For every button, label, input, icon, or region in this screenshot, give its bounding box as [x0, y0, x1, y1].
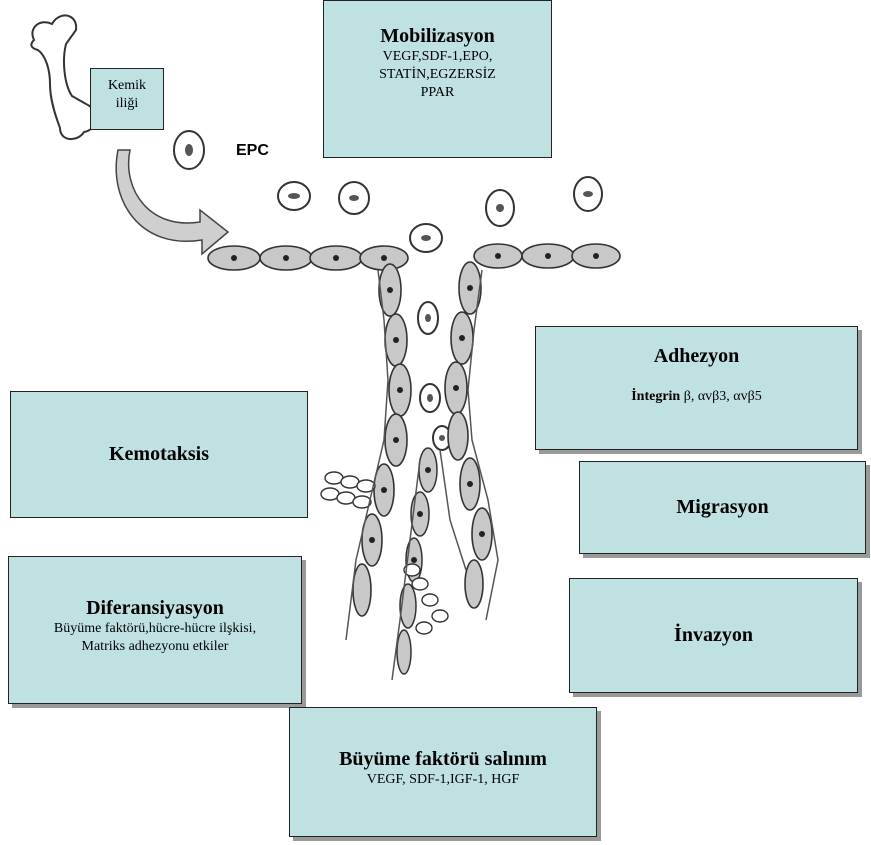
bone-icon: [31, 15, 95, 139]
mobilization-line1: VEGF,SDF-1,EPO,: [324, 48, 551, 66]
adhesion-box: Adhezyon İntegrin β, αvβ3, αvβ5: [535, 326, 858, 450]
integrin-word: İntegrin: [631, 389, 680, 404]
left-vessel-wall: [353, 264, 411, 616]
mobilization-line3: PPAR: [324, 84, 551, 102]
right-vessel-wall: [445, 262, 492, 608]
epc-label: EPC: [236, 142, 269, 160]
differentiation-line1: Büyüme faktörü,hücre-hücre ilşkisi,: [9, 620, 301, 638]
bone-marrow-line1: Kemik: [91, 77, 163, 95]
mobilization-box: Mobilizasyon VEGF,SDF-1,EPO, STATİN,EGZE…: [323, 0, 552, 158]
invasion-title: İnvazyon: [674, 624, 753, 646]
curved-arrow-icon: [116, 150, 228, 254]
migration-title: Migrasyon: [676, 496, 768, 518]
bone-marrow-line2: iliği: [91, 95, 163, 113]
growth-factor-release-box: Büyüme faktörü salınım VEGF, SDF-1,IGF-1…: [289, 707, 597, 837]
mobilization-line2: STATİN,EGZERSİZ: [324, 66, 551, 84]
growth-factor-release-line1: VEGF, SDF-1,IGF-1, HGF: [290, 771, 596, 789]
invasion-box: İnvazyon: [569, 578, 858, 693]
differentiation-box: Diferansiyasyon Büyüme faktörü,hücre-hüc…: [8, 556, 302, 704]
bone-marrow-box: Kemik iliği: [90, 68, 164, 130]
growth-factor-release-title: Büyüme faktörü salınım: [290, 748, 596, 771]
mobilization-title: Mobilizasyon: [324, 25, 551, 48]
chemotaxis-title: Kemotaksis: [109, 443, 209, 465]
differentiation-line2: Matriks adhezyonu etkiler: [9, 638, 301, 656]
adhesion-integrins: İntegrin β, αvβ3, αvβ5: [536, 388, 857, 406]
differentiation-title: Diferansiyasyon: [9, 597, 301, 620]
migration-box: Migrasyon: [579, 461, 866, 554]
chemotaxis-box: Kemotaksis: [10, 391, 308, 518]
integrin-types: β, αvβ3, αvβ5: [680, 389, 762, 404]
adhesion-title: Adhezyon: [536, 345, 857, 368]
